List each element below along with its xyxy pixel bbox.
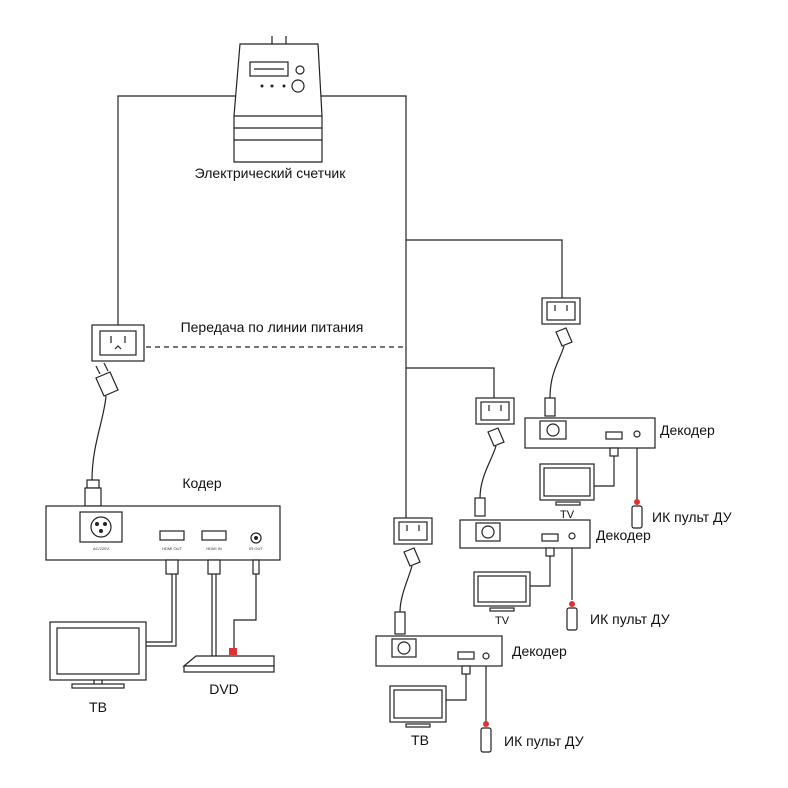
power-line-label: Передача по линии питания bbox=[181, 319, 364, 335]
decoder-3-label: Декодер bbox=[512, 643, 567, 659]
dvd-player-icon bbox=[182, 648, 275, 673]
dvd-label: DVD bbox=[209, 681, 239, 697]
tv-icon bbox=[49, 621, 147, 689]
ir-3-label: ИК пульт ДУ bbox=[504, 733, 584, 749]
power-cord-icon bbox=[84, 362, 119, 507]
decoder-2-label: Декодер bbox=[596, 527, 651, 543]
wall-socket-icon bbox=[475, 397, 515, 425]
ir-remote-icon bbox=[566, 601, 578, 631]
wall-socket-icon bbox=[541, 297, 581, 325]
encoder-device: AC/220V HDMI OUT HDMI IN IR OUT bbox=[45, 505, 281, 561]
encoder-cables bbox=[146, 559, 260, 656]
tv-d1-label: TV bbox=[560, 509, 575, 521]
tv-d2-label: TV bbox=[495, 615, 510, 627]
power-cord-icon bbox=[474, 427, 505, 517]
tv-d3-label: ТВ bbox=[411, 732, 429, 748]
decoder-3-cables bbox=[446, 665, 487, 722]
port-hdmi-in-label: HDMI IN bbox=[206, 546, 221, 551]
tv-icon bbox=[473, 571, 531, 612]
port-hdmi-out-label: HDMI OUT bbox=[162, 546, 182, 551]
ir-remote-icon bbox=[631, 499, 643, 529]
meter-label: Электрический счетчик bbox=[195, 165, 347, 181]
ir-remote-icon bbox=[480, 721, 492, 753]
ir-1-label: ИК пульт ДУ bbox=[652, 509, 732, 525]
decoder-device-1 bbox=[524, 417, 656, 449]
tv-icon bbox=[389, 685, 447, 728]
decoder-2-cables bbox=[530, 547, 573, 600]
power-wiring bbox=[117, 95, 563, 520]
tv-main-label: ТВ bbox=[89, 699, 107, 715]
power-cord-icon bbox=[394, 547, 421, 635]
port-ac-label: AC/220V bbox=[93, 546, 109, 551]
decoder-1-label: Декодер bbox=[660, 422, 715, 438]
power-cord-icon bbox=[544, 327, 573, 417]
ir-2-label: ИК пульт ДУ bbox=[590, 611, 670, 627]
wall-socket-icon bbox=[393, 517, 433, 545]
decoder-device-3 bbox=[375, 635, 503, 667]
electric-meter-icon bbox=[233, 36, 323, 163]
encoder-label: Кодер bbox=[182, 475, 222, 491]
decoder-1-cables bbox=[594, 447, 638, 500]
tv-icon bbox=[539, 463, 595, 506]
wall-socket-icon bbox=[91, 324, 145, 362]
port-ir-out-label: IR OUT bbox=[249, 546, 263, 551]
decoder-device-2 bbox=[459, 519, 591, 549]
